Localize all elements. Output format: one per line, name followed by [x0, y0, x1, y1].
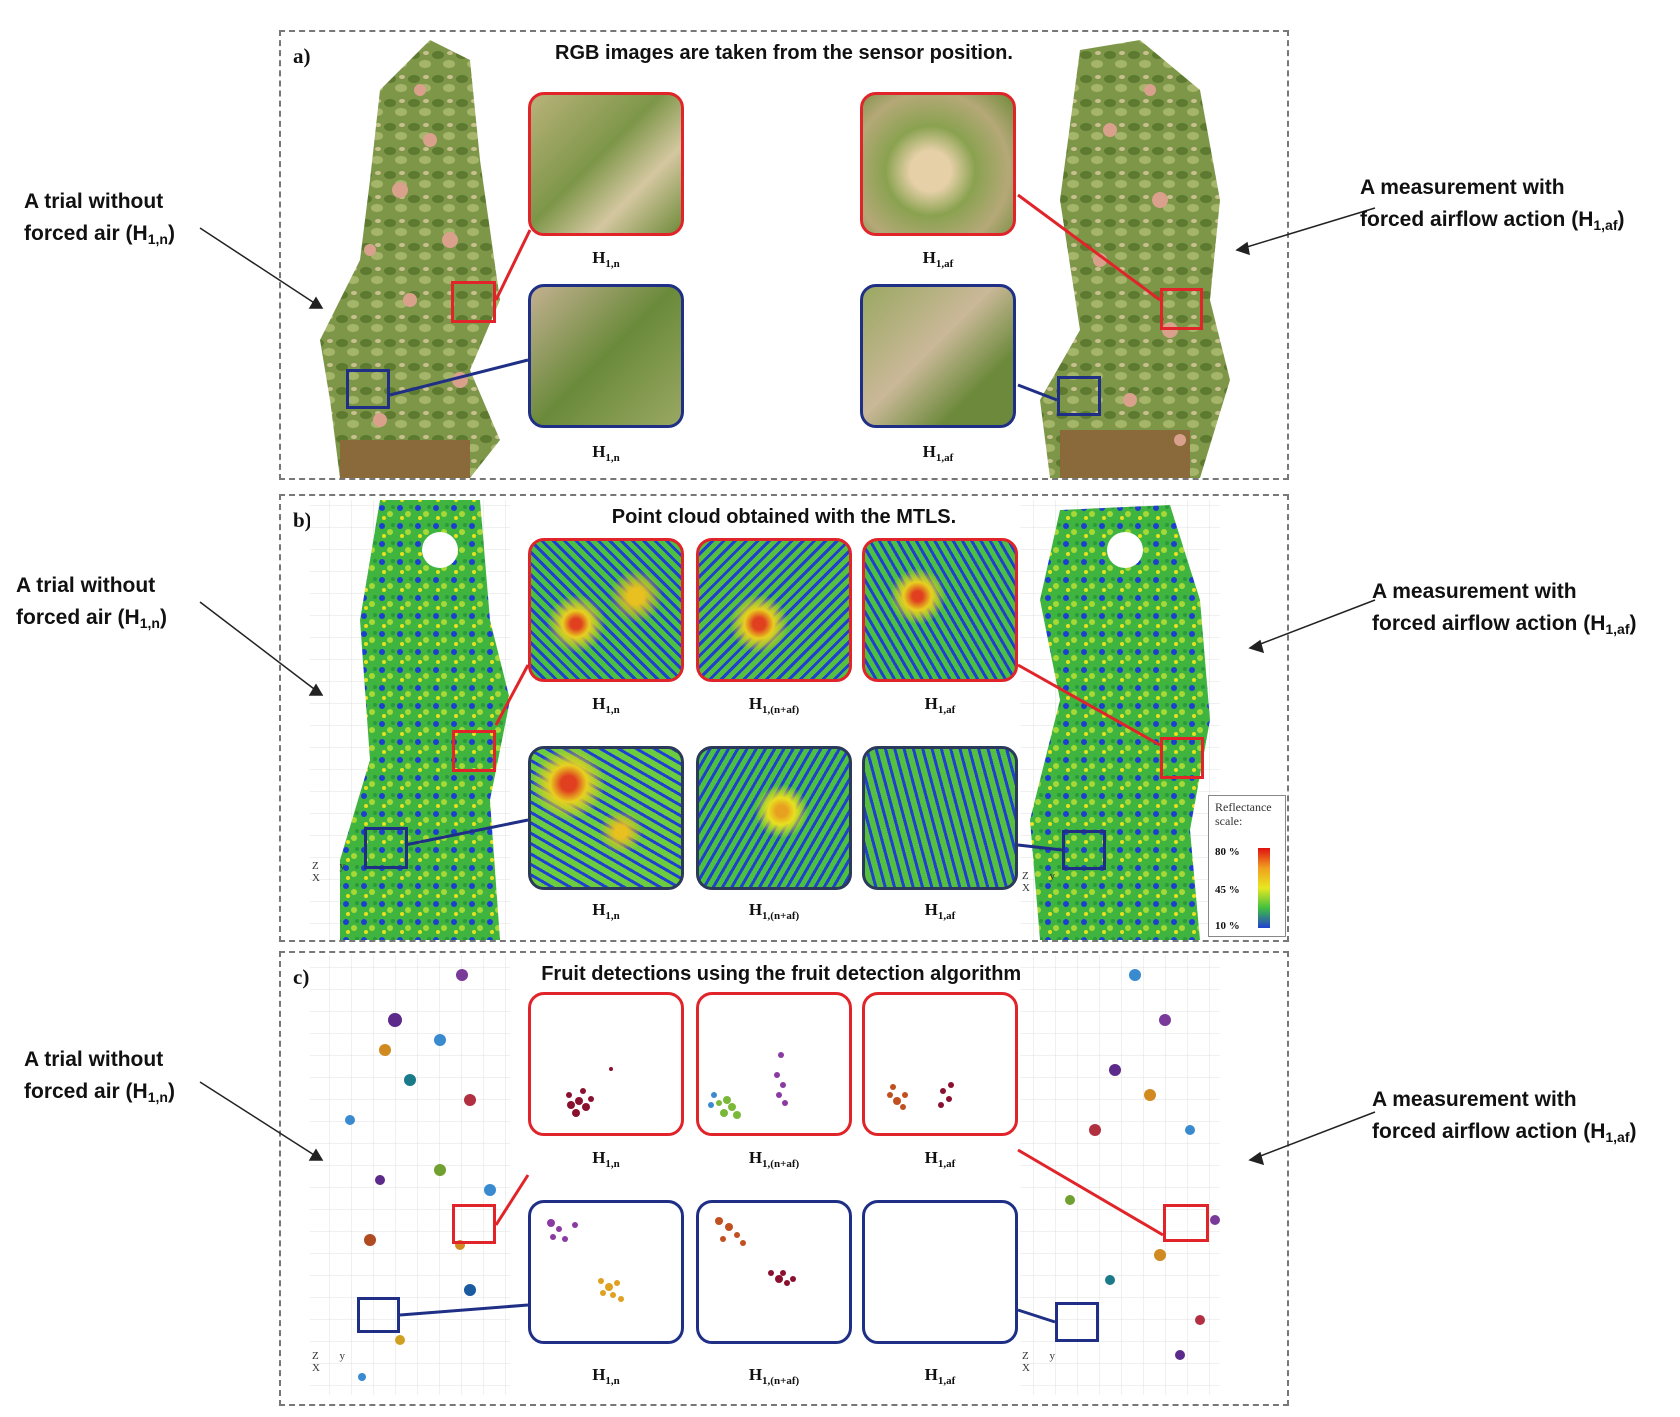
- right-label: A measurement with forced airflow action…: [1372, 580, 1637, 637]
- fruit-cluster-dots: [708, 1052, 788, 1119]
- cloud-inset-naf-red: [696, 538, 852, 682]
- caption-h1af: H1,af: [924, 1148, 956, 1170]
- cloud-inset-n-red: [528, 538, 684, 682]
- axes-indicator: Z y X: [1022, 870, 1055, 894]
- axes-indicator: Z y X: [312, 1350, 345, 1374]
- axis-x-label: X: [1022, 882, 1030, 894]
- roi-box-red: [1160, 737, 1204, 779]
- fruit-cluster-dots: [887, 1082, 954, 1110]
- panel-b: b) Point cloud obtained with the MTLS.: [279, 494, 1289, 942]
- panel-letter: b): [293, 508, 312, 532]
- axis-x-label: X: [1022, 1362, 1030, 1374]
- roi-box-blue: [1055, 1302, 1099, 1342]
- caption-h1naf: H1,(n+af): [748, 694, 800, 716]
- panel-title: Fruit detections using the fruit detecti…: [541, 963, 1027, 985]
- caption-h1af: H1,af: [924, 900, 956, 922]
- axis-y-label: y: [1049, 870, 1055, 882]
- rgb-inset-af-red: [860, 92, 1016, 236]
- right-label: A measurement with forced airflow action…: [1372, 1088, 1637, 1145]
- detect-inset-n-blue: [528, 1200, 684, 1344]
- detect-inset-naf-blue: [696, 1200, 852, 1344]
- legend-tick-high: 80 %: [1215, 846, 1240, 858]
- roi-box-blue: [1062, 830, 1106, 870]
- roi-box-blue: [1057, 376, 1101, 416]
- detect-inset-naf-red: [696, 992, 852, 1136]
- panel-title: Point cloud obtained with the MTLS.: [611, 506, 957, 528]
- axis-y-label: y: [339, 860, 345, 872]
- right-label: A measurement with forced airflow action…: [1360, 176, 1625, 233]
- left-label: A trial without forced air (H1,n): [24, 190, 175, 247]
- axis-y-label: y: [339, 1350, 345, 1362]
- rgb-inset-n-blue: [528, 284, 684, 428]
- roi-box-blue: [364, 827, 408, 869]
- panel-c: c) Fruit detections using the fruit dete…: [279, 951, 1289, 1406]
- caption-h1n: H1,n: [592, 248, 620, 270]
- roi-box-red: [1160, 288, 1203, 330]
- detect-inset-af-red: [862, 992, 1018, 1136]
- axis-z-label: Z: [312, 860, 319, 872]
- caption-h1n: H1,n: [592, 442, 620, 464]
- caption-h1af: H1,af: [922, 442, 954, 464]
- panel-letter: c): [293, 965, 310, 989]
- axes-indicator: Z y X: [312, 860, 345, 884]
- caption-h1n: H1,n: [592, 694, 620, 716]
- roi-box-red: [452, 730, 496, 772]
- fruit-cluster-dots: [566, 1067, 613, 1117]
- cloud-inset-af-blue: [862, 746, 1018, 890]
- rgb-inset-n-red: [528, 92, 684, 236]
- caption-h1n: H1,n: [592, 1148, 620, 1170]
- caption-h1naf: H1,(n+af): [748, 900, 800, 922]
- caption-h1naf: H1,(n+af): [748, 1365, 800, 1387]
- fruit-cluster-dots: [715, 1217, 796, 1286]
- cloud-inset-naf-blue: [696, 746, 852, 890]
- caption-h1af: H1,af: [924, 1365, 956, 1387]
- axis-x-label: X: [312, 872, 320, 884]
- caption-h1n: H1,n: [592, 900, 620, 922]
- roi-box-red: [1163, 1204, 1209, 1242]
- legend-tick-low: 10 %: [1215, 920, 1240, 932]
- axis-z-label: Z: [312, 1350, 319, 1362]
- left-label: A trial without forced air (H1,n): [24, 1048, 175, 1105]
- roi-box-red: [451, 281, 496, 323]
- fruit-cluster-dots: [547, 1219, 624, 1302]
- axes-indicator: Z y X: [1022, 1350, 1055, 1374]
- roi-box-red: [452, 1204, 496, 1244]
- panel-letter: a): [293, 44, 311, 68]
- panel-title: RGB images are taken from the sensor pos…: [555, 42, 1013, 64]
- caption-h1af: H1,af: [922, 248, 954, 270]
- axis-z-label: Z: [1022, 1350, 1029, 1362]
- cloud-inset-af-red: [862, 538, 1018, 682]
- caption-h1af: H1,af: [924, 694, 956, 716]
- axis-z-label: Z: [1022, 870, 1029, 882]
- rgb-inset-af-blue: [860, 284, 1016, 428]
- axis-x-label: X: [312, 1362, 320, 1374]
- roi-box-blue: [357, 1297, 400, 1333]
- detect-inset-af-blue: [862, 1200, 1018, 1344]
- detect-inset-n-red: [528, 992, 684, 1136]
- axis-y-label: y: [1049, 1350, 1055, 1362]
- caption-h1n: H1,n: [592, 1365, 620, 1387]
- cloud-inset-n-blue: [528, 746, 684, 890]
- roi-box-blue: [346, 369, 390, 409]
- caption-h1naf: H1,(n+af): [748, 1148, 800, 1170]
- panel-a: a) RGB images are taken from the sensor …: [279, 30, 1289, 480]
- legend-tick-mid: 45 %: [1215, 884, 1240, 896]
- legend-color-bar: [1258, 848, 1270, 928]
- left-label: A trial without forced air (H1,n): [16, 574, 167, 631]
